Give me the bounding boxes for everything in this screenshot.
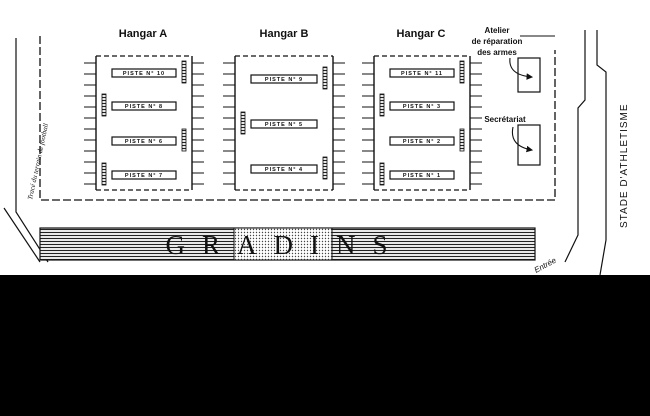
gradins-center xyxy=(233,227,333,261)
piste-label: PISTE N° 6 xyxy=(125,139,163,145)
piste-label: PISTE N° 5 xyxy=(265,122,303,128)
right-perimeter xyxy=(564,30,586,263)
entree-label: Entrée xyxy=(533,255,559,274)
piste-strip xyxy=(389,170,455,180)
piste-label: PISTE N° 2 xyxy=(403,139,441,145)
secretariat-room xyxy=(517,124,541,166)
piste-strip xyxy=(111,68,177,78)
football-label: Tracé du terrain de football xyxy=(26,123,50,201)
outer-boundary xyxy=(15,38,49,263)
piste-strip xyxy=(389,101,455,111)
judges-table xyxy=(459,128,465,152)
judges-table xyxy=(459,60,465,84)
piste-strip xyxy=(250,164,318,174)
judges-table xyxy=(101,93,107,117)
hangar-a-label: Hangar A xyxy=(119,28,168,40)
atelier-label-line1: Atelier xyxy=(485,26,510,35)
judges-table xyxy=(379,93,385,117)
judges-table xyxy=(322,66,328,90)
judges-table xyxy=(240,111,246,135)
stade-boundary xyxy=(596,30,607,276)
judges-table xyxy=(101,162,107,186)
piste-strip xyxy=(250,74,318,84)
piste-label: PISTE N° 7 xyxy=(125,173,163,179)
piste-label: PISTE N° 8 xyxy=(125,104,163,110)
field-boundary xyxy=(39,36,556,201)
hangar-b-label: Hangar B xyxy=(260,28,309,40)
floor-plan-drawing: PISTE N° 10 PISTE N° 8 PISTE N° 6 PISTE N° … xyxy=(3,26,630,276)
atelier-label-line2: de réparation xyxy=(472,37,523,46)
judges-table xyxy=(181,60,187,84)
piste-strip xyxy=(111,170,177,180)
piste-label: PISTE N° 3 xyxy=(403,104,441,110)
piste-label: PISTE N° 1 xyxy=(403,173,441,179)
piste-label: PISTE N° 11 xyxy=(401,71,443,77)
piste-label: PISTE N° 4 xyxy=(265,167,303,173)
piste-strip xyxy=(111,136,177,146)
secretariat-arrow xyxy=(511,126,534,153)
judges-table xyxy=(181,128,187,152)
judges-table xyxy=(379,162,385,186)
stade-label: STADE D'ATHLETISME xyxy=(619,103,630,228)
hangar-c-label: Hangar C xyxy=(397,28,446,40)
piste-strip xyxy=(389,68,455,78)
piste-strip xyxy=(250,119,318,129)
piste-label: PISTE N° 10 xyxy=(123,71,165,77)
piste-strip xyxy=(389,136,455,146)
atelier-label-line3: des armes xyxy=(477,48,517,57)
hangar-a: PISTE N° 10 PISTE N° 8 PISTE N° 6 PISTE N° … xyxy=(84,55,204,191)
judges-table xyxy=(322,156,328,180)
hangar-c: PISTE N° 11 PISTE N° 3 PISTE N° 2 PISTE N° … xyxy=(362,55,482,191)
piste-strip xyxy=(111,101,177,111)
piste-label: PISTE N° 9 xyxy=(265,77,303,83)
secretariat-label: Secrétariat xyxy=(484,115,526,124)
floor-plan: PISTE N° 10 PISTE N° 8 PISTE N° 6 PISTE N° … xyxy=(0,0,650,276)
hangar-b: PISTE N° 9 PISTE N° 5 PISTE N° 4 xyxy=(223,55,345,191)
left-diagonal xyxy=(3,207,41,263)
gradins-label: GRADINS xyxy=(165,230,404,260)
atelier-arrow xyxy=(509,57,534,80)
